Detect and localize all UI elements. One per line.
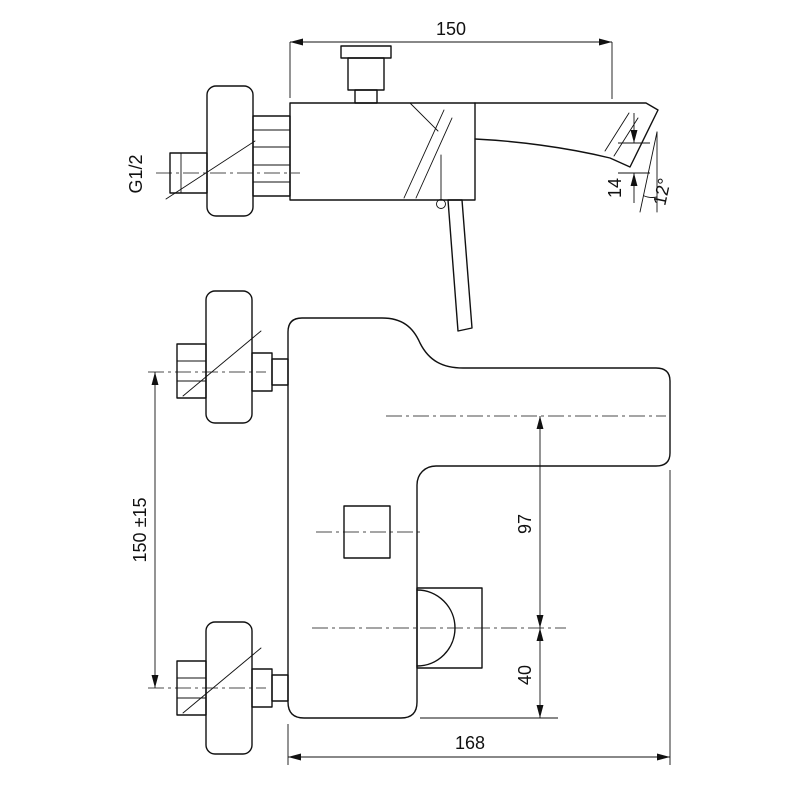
side-escutcheon: [206, 85, 254, 217]
side-spout: [409, 102, 659, 168]
dimension-handle-to-bottom: 40: [420, 628, 558, 719]
thread-size-label: G1/2: [126, 154, 146, 193]
front-diverter-knob: [316, 505, 424, 559]
dim-label-handle-to-bottom: 40: [515, 665, 535, 685]
front-body: [287, 317, 671, 719]
front-top-mount: [176, 290, 289, 424]
side-lever-handle: [403, 109, 473, 332]
dimension-spout-drop: 14: [605, 113, 650, 203]
side-body: [289, 102, 476, 201]
side-connector: [252, 115, 291, 197]
dimension-overall-depth: 168: [287, 470, 671, 765]
dimension-spout-angle: 12°: [639, 131, 675, 213]
dimension-spout-reach: 150: [289, 19, 613, 99]
dim-label-axis-to-handle: 97: [515, 514, 535, 534]
dim-label-spout-angle: 12°: [650, 176, 675, 207]
front-bottom-mount: [176, 621, 289, 755]
side-escutcheon-hatch: [165, 140, 256, 200]
dim-label-spout-reach: 150: [436, 19, 466, 39]
dimension-connection-spacing: 150 ±15: [130, 372, 159, 688]
dim-label-spout-drop: 14: [605, 178, 625, 198]
front-view: 150 ±15 97 40 168: [130, 290, 671, 765]
dim-label-overall-depth: 168: [455, 733, 485, 753]
dim-label-connection-spacing: 150 ±15: [130, 498, 150, 563]
dimension-axis-to-handle: 97: [515, 416, 544, 628]
side-diverter-knob: [340, 45, 392, 104]
side-view: 150 G1/2 14 12°: [126, 19, 675, 332]
